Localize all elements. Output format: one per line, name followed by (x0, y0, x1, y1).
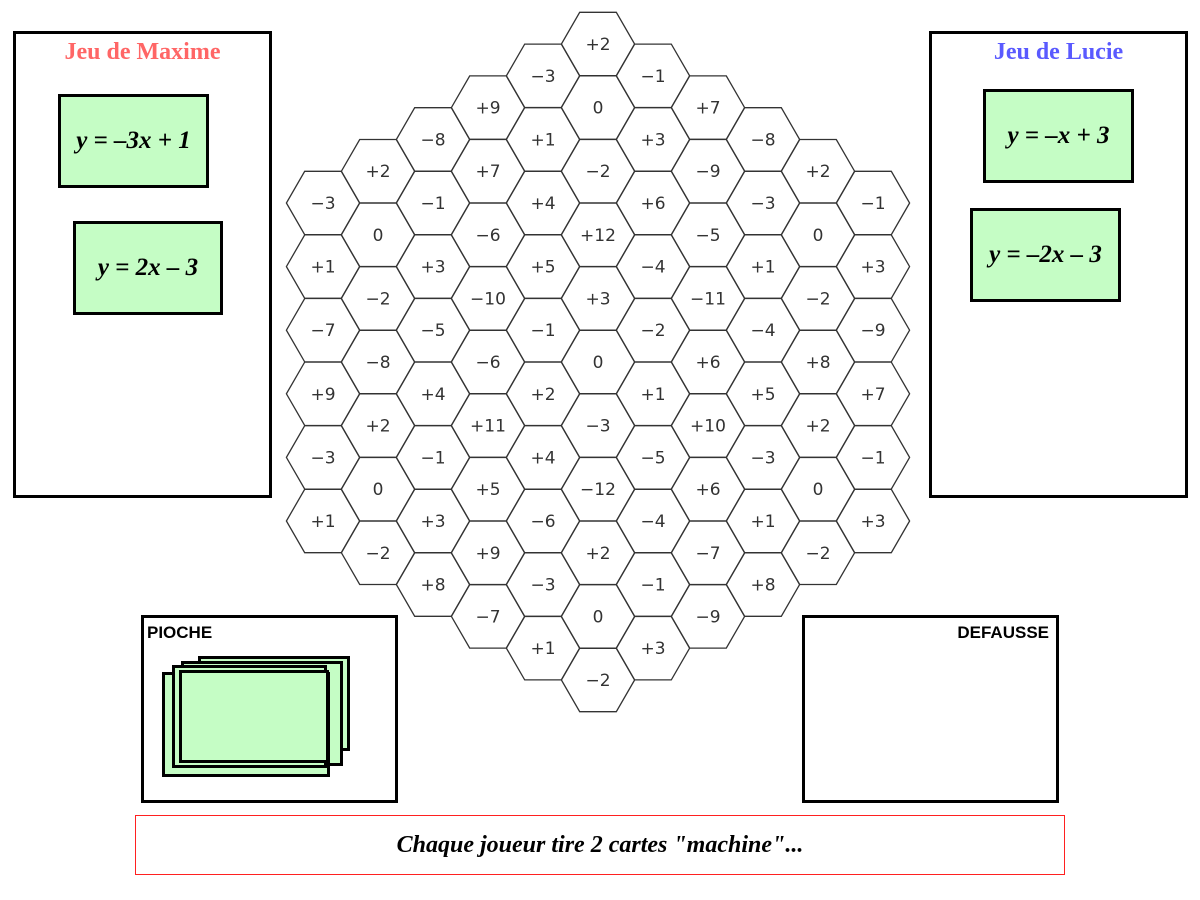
draw-pile-label: PIOCHE (147, 623, 213, 642)
player-name-maxime: Jeu de Maxime (64, 39, 221, 65)
discard-pile-label: DEFAUSSE (957, 623, 1049, 642)
deck-card[interactable] (179, 670, 329, 763)
player-panel-maxime: Jeu de Maxime y = –3x + 1 y = 2x – 3 (13, 31, 272, 498)
player-panel-lucie: Jeu de Lucie y = –x + 3 y = –2x – 3 (929, 31, 1188, 498)
hex-shape[interactable] (835, 488, 911, 554)
draw-pile[interactable]: PIOCHE (141, 615, 398, 803)
equation-card[interactable]: y = –2x – 3 (970, 208, 1121, 302)
player-name-lucie: Jeu de Lucie (993, 39, 1124, 65)
equation-card[interactable]: y = –3x + 1 (58, 94, 209, 188)
equation-card[interactable]: y = –x + 3 (983, 89, 1134, 183)
equation-card[interactable]: y = 2x – 3 (73, 221, 223, 315)
status-message-box: Chaque joueur tire 2 cartes "machine"... (135, 815, 1065, 875)
discard-pile[interactable]: DEFAUSSE (802, 615, 1059, 803)
status-message: Chaque joueur tire 2 cartes "machine"... (396, 831, 804, 858)
